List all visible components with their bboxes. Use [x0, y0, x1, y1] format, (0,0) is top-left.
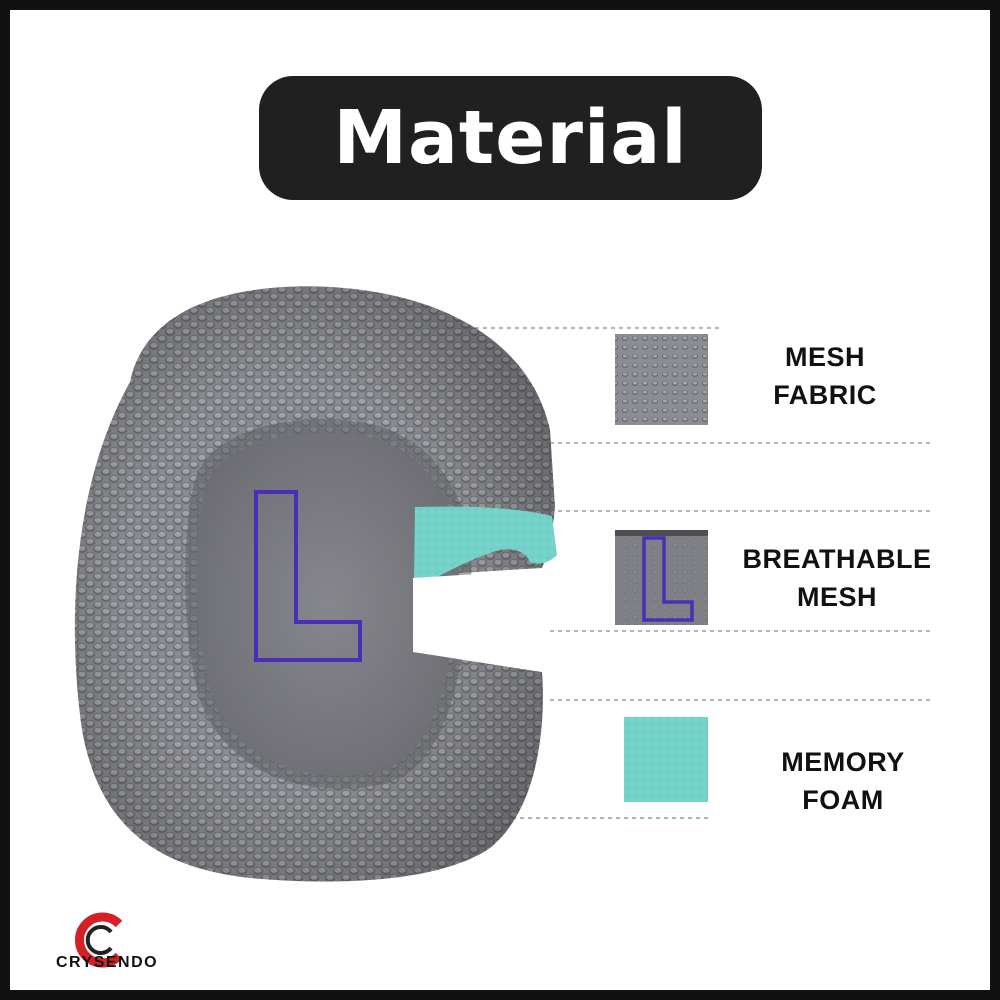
memory-foam-swatch — [624, 717, 708, 802]
label-line: BREATHABLE — [742, 544, 932, 574]
breathable-mesh-swatch — [615, 530, 708, 625]
label-line: MESH — [784, 342, 865, 372]
label-line: FOAM — [802, 785, 884, 815]
brand-name: CRYSENDO — [56, 954, 159, 971]
label-line: MEMORY — [781, 747, 905, 777]
label-line: FABRIC — [773, 380, 877, 410]
title-banner: Material — [259, 76, 762, 200]
guide-lines — [435, 327, 932, 819]
label-line: MESH — [796, 582, 877, 612]
material-label-mesh-fabric: MESH FABRIC — [750, 338, 900, 414]
mesh-fabric-swatch — [615, 334, 708, 425]
material-label-breathable-mesh: BREATHABLE MESH — [728, 540, 946, 616]
material-label-memory-foam: MEMORY FOAM — [758, 743, 928, 819]
earpad-illustration — [74, 286, 932, 968]
ear-pad — [74, 286, 557, 882]
brand-mark: CRYSENDO — [56, 908, 159, 972]
title-text: Material — [333, 95, 688, 181]
crysendo-c-logo — [74, 912, 123, 968]
